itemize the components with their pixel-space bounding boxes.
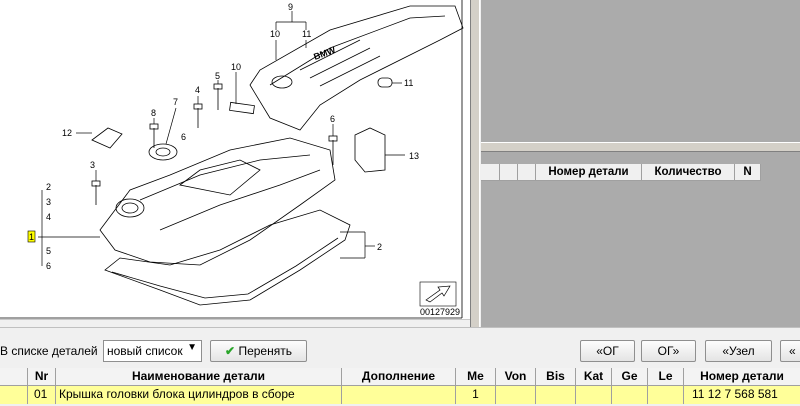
table-cell-kat [576, 386, 612, 404]
table-header-kat[interactable]: Kat [576, 368, 612, 386]
table-cell-addition [342, 386, 456, 404]
table-cell-von [496, 386, 536, 404]
table-cell [0, 386, 28, 404]
chevron-down-icon: ▼ [187, 342, 197, 353]
column-header-blank [500, 164, 518, 181]
callout-label: 9 [288, 2, 293, 12]
brand-emblem: BMW [312, 45, 337, 62]
table-cell-part-number: 11 12 7 568 581 [684, 386, 800, 404]
group-back-button[interactable]: «ОГ [580, 340, 635, 362]
parts-list-panel[interactable]: Номер детали Количество N [481, 152, 800, 327]
table-header-me[interactable]: Me [456, 368, 496, 386]
callout-label: 6 [181, 132, 186, 142]
column-header-blank [481, 164, 500, 181]
list-select-value: новый список [107, 344, 183, 358]
callout-label: 4 [46, 212, 51, 222]
table-header-blank [0, 368, 28, 386]
callout-label: 8 [151, 108, 156, 118]
table-header-addition[interactable]: Дополнение [342, 368, 456, 386]
callout-label: 12 [62, 128, 72, 138]
transfer-button[interactable]: ✔ Перенять [210, 340, 307, 362]
list-select[interactable]: новый список ▼ [103, 340, 202, 362]
callout-label: 2 [377, 242, 382, 252]
last-back-button[interactable]: « [780, 340, 800, 362]
callout-label: 7 [173, 97, 178, 107]
table-cell-bis [536, 386, 576, 404]
diagram-horizontal-scrollbar[interactable] [0, 319, 470, 327]
bolt-icon [91, 83, 338, 205]
transfer-button-label: Перенять [238, 344, 292, 358]
callout-label: 10 [270, 29, 280, 39]
orientation-arrow-icon [419, 281, 457, 307]
table-cell-le [648, 386, 684, 404]
callout-label: 4 [195, 85, 200, 95]
callout-label: 5 [215, 71, 220, 81]
preview-panel [481, 0, 800, 142]
callout-label: 3 [90, 160, 95, 170]
callout-label: 13 [409, 151, 419, 161]
image-code: 00127929 [420, 307, 460, 317]
parts-diagram-panel[interactable]: BMW [0, 0, 470, 327]
table-header-part-number[interactable]: Номер детали [684, 368, 800, 386]
table-cell-nr: 01 [28, 386, 56, 404]
callout-label: 2 [46, 182, 51, 192]
column-header-quantity[interactable]: Количество [642, 164, 735, 181]
table-header-le[interactable]: Le [648, 368, 684, 386]
exploded-diagram[interactable]: BMW [0, 0, 470, 327]
horizontal-splitter[interactable] [481, 142, 800, 152]
column-header-blank [518, 164, 536, 181]
checkmark-icon: ✔ [225, 344, 236, 358]
column-header-n[interactable]: N [735, 164, 761, 181]
column-header-part-number[interactable]: Номер детали [536, 164, 642, 181]
table-header-von[interactable]: Von [496, 368, 536, 386]
table-header-name[interactable]: Наименование детали [56, 368, 342, 386]
table-cell-name: Крышка головки блока цилиндров в сборе [56, 386, 342, 404]
callout-label: 3 [46, 197, 51, 207]
node-back-button[interactable]: «Узел [705, 340, 772, 362]
table-header-nr[interactable]: Nr [28, 368, 56, 386]
bottom-toolbar: В списке деталей новый список ▼ ✔ Переня… [0, 327, 800, 406]
vertical-splitter[interactable] [470, 0, 480, 327]
callout-label: 6 [330, 114, 335, 124]
selected-callout-marker [27, 230, 36, 243]
table-cell-me: 1 [456, 386, 496, 404]
callout-label: 10 [231, 62, 241, 72]
callout-label: 1 [29, 232, 34, 242]
list-label: В списке деталей [0, 344, 98, 358]
callout-label: 11 [404, 78, 413, 88]
table-header-ge[interactable]: Ge [612, 368, 648, 386]
callout-label: 6 [46, 261, 51, 271]
callout-label: 11 [302, 29, 311, 39]
group-forward-button[interactable]: ОГ» [641, 340, 696, 362]
table-cell-ge [612, 386, 648, 404]
table-header-bis[interactable]: Bis [536, 368, 576, 386]
callout-label: 5 [46, 246, 51, 256]
